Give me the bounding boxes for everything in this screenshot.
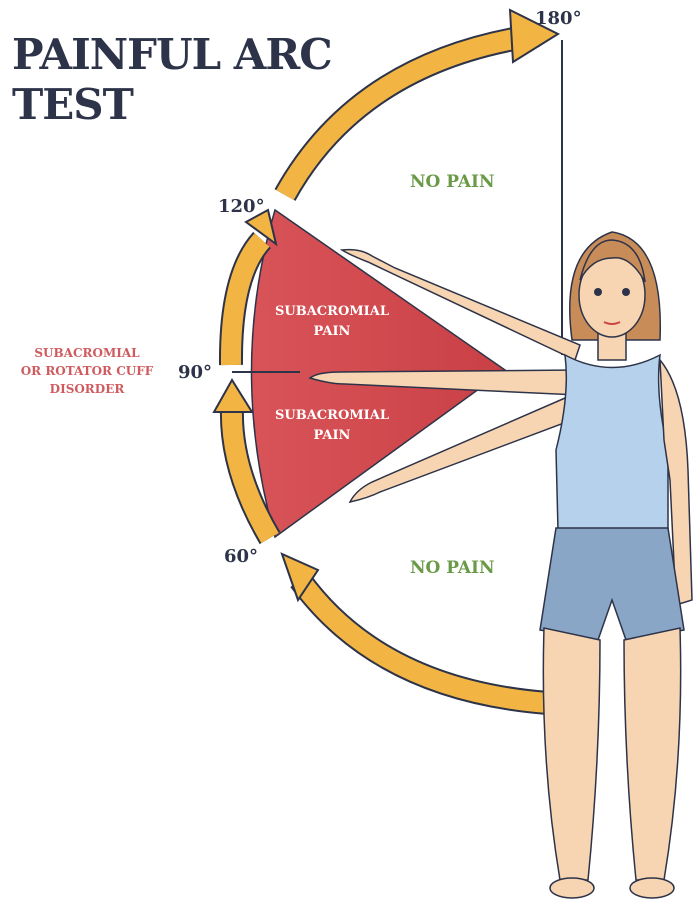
side-label-line-1: SUBACROMIAL [6,344,168,362]
legs [543,628,600,880]
upper-no-pain-label: NO PAIN [410,172,495,192]
shorts [540,528,684,640]
angle-120-label: 120° [218,196,265,217]
lower-pain-line-2: PAIN [262,426,402,446]
subacromial-disorder-label: SUBACROMIAL OR ROTATOR CUFF DISORDER [6,344,168,398]
side-label-line-2: OR ROTATOR CUFF [6,362,168,380]
title-line-2: TEST [12,80,332,130]
upper-pain-zone-label: SUBACROMIAL PAIN [262,302,402,342]
upper-pain-line-1: SUBACROMIAL [262,302,402,322]
angle-180-label: 180° [535,8,582,29]
lower-pain-line-1: SUBACROMIAL [262,406,402,426]
lower-no-pain-label: NO PAIN [410,558,495,578]
upper-pain-line-2: PAIN [262,322,402,342]
tank-top [556,355,668,530]
angle-90-label: 90° [178,362,212,383]
lower-pain-zone-label: SUBACROMIAL PAIN [262,406,402,446]
title: PAINFUL ARC TEST [12,30,332,130]
angle-60-label: 60° [224,546,258,567]
title-line-1: PAINFUL ARC [12,30,332,80]
side-label-line-3: DISORDER [6,380,168,398]
